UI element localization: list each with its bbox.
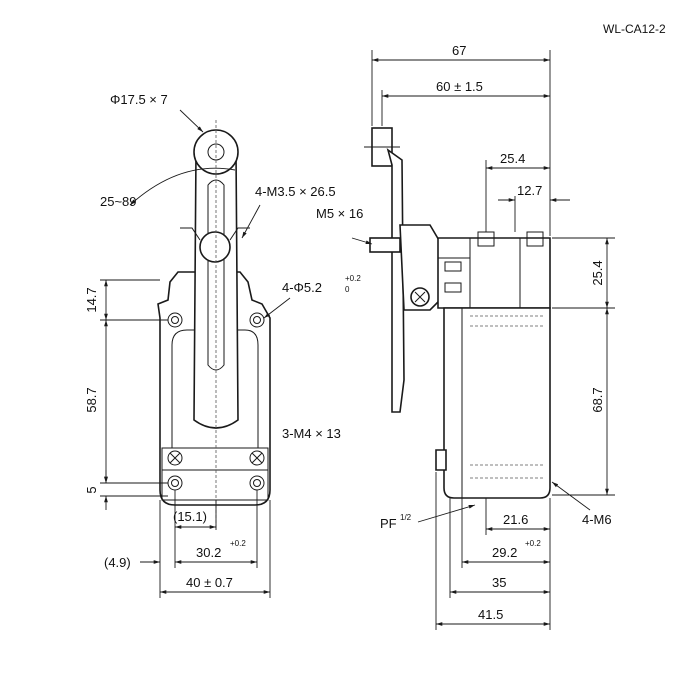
mount-hole-top-right bbox=[249, 312, 265, 328]
dim-12-7: 12.7 bbox=[517, 183, 542, 198]
dim-68-7: 68.7 bbox=[590, 387, 605, 412]
cover-screws-label: 3-M4 × 13 bbox=[282, 426, 341, 441]
side-plunger-bottom bbox=[444, 282, 462, 293]
dim-35: 35 bbox=[492, 575, 506, 590]
mount-holes-label: 4-Φ5.2 bbox=[282, 280, 322, 295]
side-view: 67 60 ± 1.5 25.4 12.7 M5 × 16 25.4 68.7 … bbox=[316, 43, 615, 630]
dim-41-5: 41.5 bbox=[478, 607, 503, 622]
mount-holes-tol-upper: +0.2 bbox=[345, 274, 361, 283]
cover-screw-right bbox=[249, 450, 265, 466]
dim-15-1: (15.1) bbox=[173, 509, 207, 524]
front-view: Φ17.5 × 7 25~89 4-M3.5 × 26.5 4-Φ5.2 +0.… bbox=[84, 92, 361, 598]
dim-67: 67 bbox=[452, 43, 466, 58]
conduit-fraction: 1/2 bbox=[400, 513, 412, 522]
mount-hole-top-left bbox=[167, 312, 183, 328]
lever-hub bbox=[199, 231, 231, 263]
lever-slot bbox=[207, 179, 225, 371]
swing-arc bbox=[129, 167, 236, 206]
cover-screw-left bbox=[167, 450, 183, 466]
dim-14-7: 14.7 bbox=[84, 287, 99, 312]
side-plunger-top bbox=[444, 261, 462, 272]
mount-hole-bottom-right bbox=[249, 475, 265, 491]
dim-21-6: 21.6 bbox=[503, 512, 528, 527]
dim-29-2: 29.2 bbox=[492, 545, 517, 560]
dim-25-4-right: 25.4 bbox=[590, 260, 605, 285]
dim-40: 40 ± 0.7 bbox=[186, 575, 233, 590]
side-shaft bbox=[369, 237, 401, 253]
conduit-label: PF bbox=[380, 516, 397, 531]
mount-holes-tol-lower: 0 bbox=[345, 285, 350, 294]
swing-angle-label: 25~89 bbox=[100, 194, 137, 209]
dim-29-2-tol: +0.2 bbox=[525, 539, 541, 548]
mount-screws-label: 4-M6 bbox=[582, 512, 612, 527]
shaft-screw-label: M5 × 16 bbox=[316, 206, 363, 221]
side-head-block bbox=[437, 237, 551, 309]
lever-screws-label: 4-M3.5 × 26.5 bbox=[255, 184, 336, 199]
dim-58-7: 58.7 bbox=[84, 387, 99, 412]
mount-hole-bottom-left bbox=[167, 475, 183, 491]
dim-30-2: 30.2 bbox=[196, 545, 221, 560]
roller-label: Φ17.5 × 7 bbox=[110, 92, 168, 107]
model-code: WL-CA12-2 bbox=[603, 22, 666, 36]
dim-30-2-tol: +0.2 bbox=[230, 539, 246, 548]
side-conduit bbox=[435, 449, 447, 471]
side-main-body bbox=[443, 307, 551, 499]
dim-5: 5 bbox=[84, 486, 99, 493]
body-inner-window bbox=[171, 329, 259, 449]
bottom-cover-band bbox=[161, 447, 269, 501]
side-lever-plate bbox=[386, 148, 405, 413]
dim-25-4-top: 25.4 bbox=[500, 151, 525, 166]
dim-60: 60 ± 1.5 bbox=[436, 79, 483, 94]
dim-4-9: (4.9) bbox=[104, 555, 131, 570]
